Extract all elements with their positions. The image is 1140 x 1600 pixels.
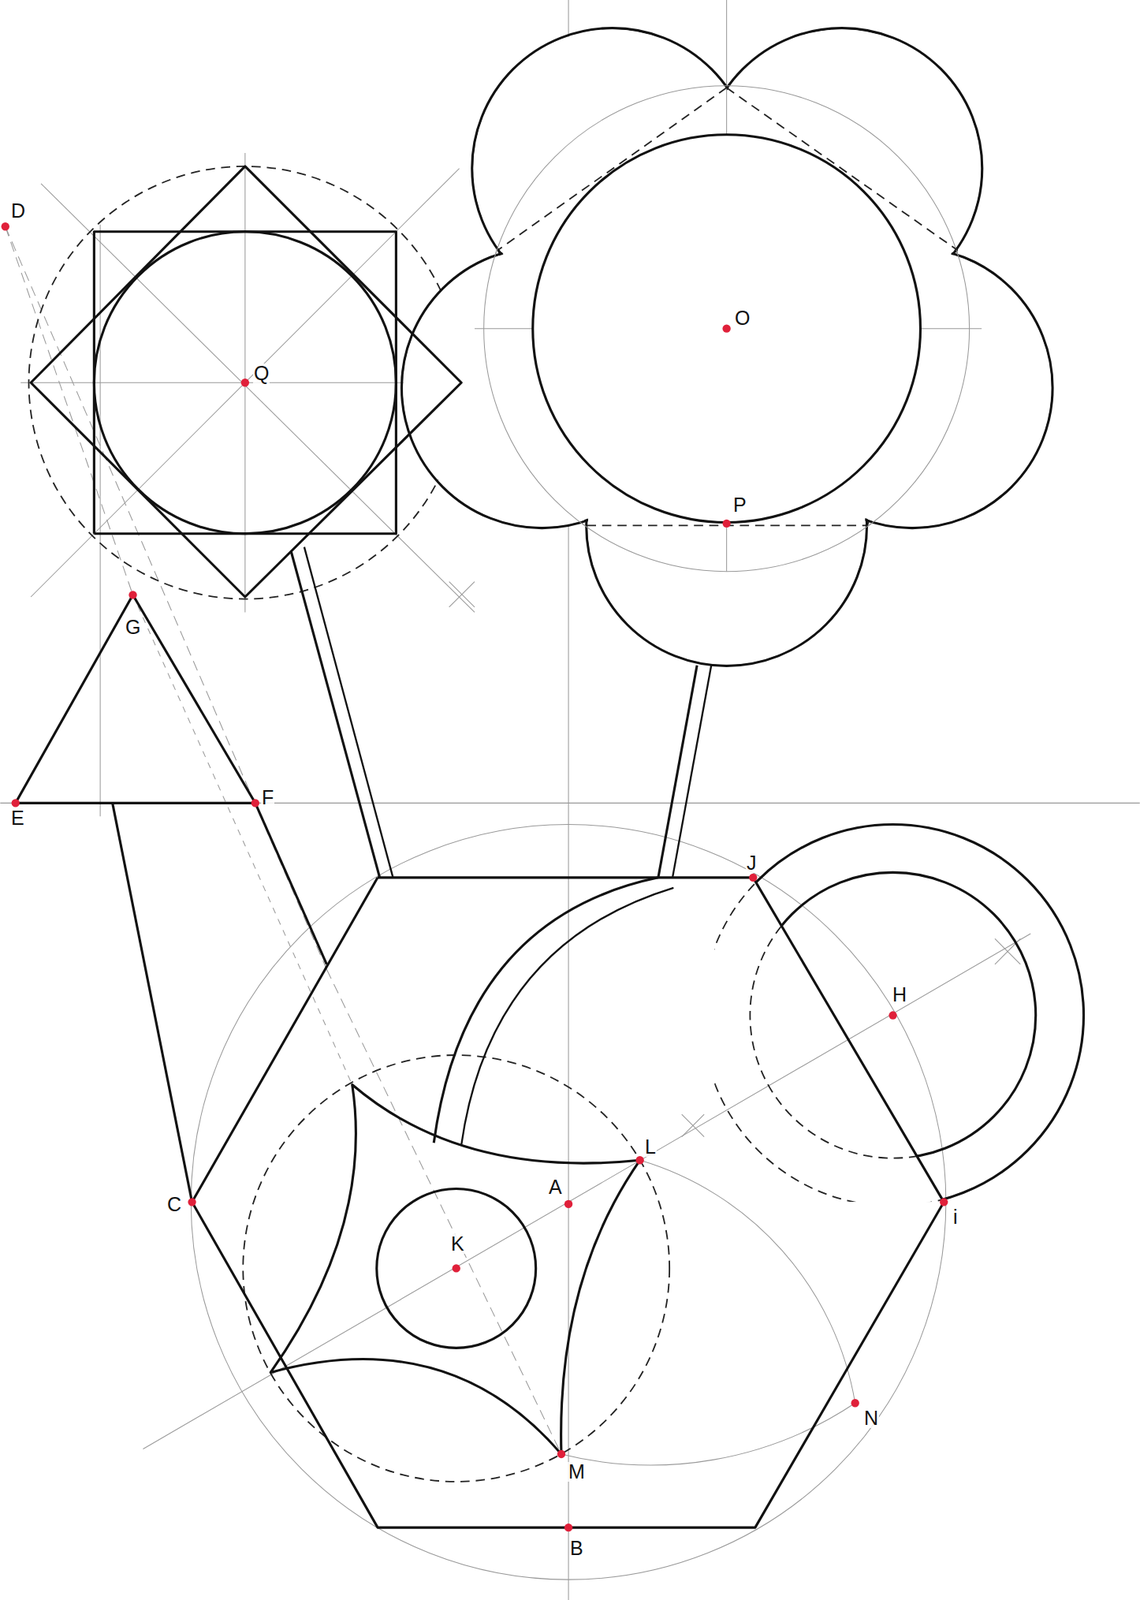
- point-label: O: [733, 308, 751, 328]
- point-label: Q: [253, 363, 270, 384]
- point-label: E: [10, 808, 26, 828]
- point-label: B: [569, 1538, 585, 1558]
- point-label: A: [547, 1177, 563, 1197]
- point-label: D: [10, 201, 27, 221]
- point-label: K: [450, 1233, 466, 1254]
- point-label: F: [260, 787, 275, 808]
- point-label: G: [124, 617, 142, 638]
- point-label: H: [891, 984, 908, 1005]
- point-label: N: [863, 1408, 880, 1428]
- point-label: L: [644, 1136, 657, 1157]
- point-label: P: [732, 495, 748, 515]
- point-label: M: [567, 1461, 586, 1482]
- point-label: i: [952, 1207, 959, 1227]
- point-label: J: [745, 853, 758, 873]
- point-label: C: [166, 1194, 183, 1215]
